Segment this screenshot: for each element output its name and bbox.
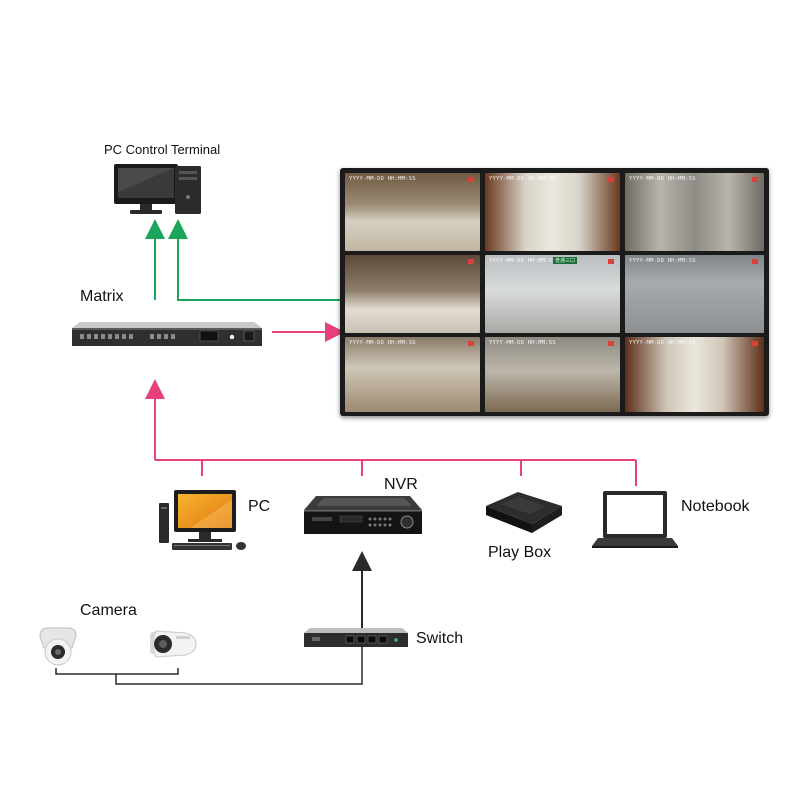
notebook-icon xyxy=(592,491,678,548)
control-links xyxy=(145,219,340,301)
camera-feed-parking: YYYY-MM-DD HH:MM:SS xyxy=(625,255,764,333)
camera-feed-corridor: YYYY-MM-DD HH:MM:SS xyxy=(485,173,620,251)
pc-control-terminal-icon xyxy=(114,164,201,214)
network-links xyxy=(55,551,372,685)
switch-icon xyxy=(304,628,408,647)
switch-label: Switch xyxy=(416,630,464,647)
camera-feed-restaurant: YYYY-MM-DD HH:MM:SS xyxy=(345,337,480,412)
pc-icon xyxy=(159,490,246,550)
camera-feed-lobby: YYYY-MM-DD HH:MM:SS xyxy=(345,173,480,251)
video-links xyxy=(145,322,637,486)
nvr-icon xyxy=(304,496,422,534)
matrix-label: Matrix xyxy=(80,288,124,305)
camera-feed-hallway: YYYY-MM-DD HH:MM:SS xyxy=(625,337,764,412)
play-box-icon xyxy=(486,492,562,533)
network-link-camera-bus xyxy=(115,647,363,685)
network-link-cameras-to-switch xyxy=(55,668,179,675)
pc-control-terminal-label: PC Control Terminal xyxy=(104,142,221,157)
video-wall-monitor: YYYY-MM-DD HH:MM:SS YYYY-MM-DD HH:MM:SS … xyxy=(340,168,769,416)
camera-feed-reception xyxy=(345,255,480,333)
camera-feed-elevator: YYYY-MM-DD HH:MM:SS xyxy=(625,173,764,251)
play-box-label: Play Box xyxy=(488,544,552,561)
bullet-camera-icon xyxy=(150,630,197,658)
matrix-device-icon xyxy=(72,322,262,346)
nvr-label: NVR xyxy=(384,476,418,493)
pc-label: PC xyxy=(248,498,271,515)
camera-feed-security-gate: YYYY-MM-DD HH:MM:SS xyxy=(485,337,620,412)
camera-label: Camera xyxy=(80,602,137,619)
control-link-wall-to-terminal xyxy=(168,219,340,301)
notebook-label: Notebook xyxy=(681,498,750,515)
dome-camera-icon xyxy=(39,627,77,666)
